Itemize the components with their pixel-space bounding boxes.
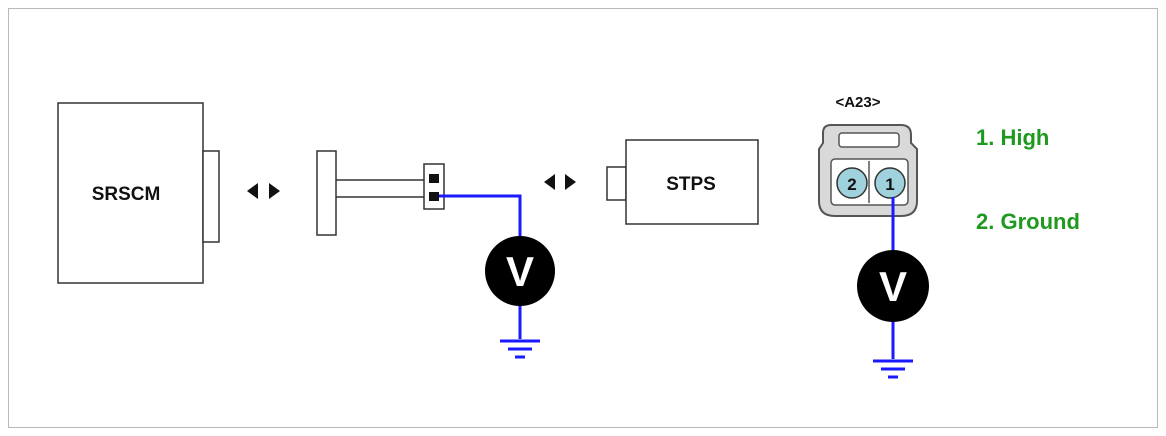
harness-measurement-wire (439, 194, 522, 339)
pin-1: 1 (874, 167, 906, 199)
srscm-box (57, 102, 204, 284)
voltmeter-2: V (857, 250, 929, 322)
pin-legend: 1. High 2. Ground (976, 125, 1080, 234)
connector-code: <A23> (835, 94, 880, 111)
legend-pin-2: 2. Ground (976, 209, 1080, 234)
stps-label: STPS (666, 174, 716, 195)
connector-latch (838, 132, 900, 148)
pin-2: 2 (836, 167, 868, 199)
legend-pin-1: 1. High (976, 125, 1049, 150)
pin-2-label: 2 (847, 175, 856, 194)
diagram-frame: SRSCM V (8, 8, 1158, 428)
pin-1-label: 1 (885, 175, 894, 194)
connector-a23: <A23> 2 1 (818, 94, 918, 217)
srscm-connector-tab (202, 150, 220, 243)
harness-connector (316, 150, 445, 236)
voltmeter-2-symbol: V (879, 263, 907, 310)
voltmeter-1: V (485, 236, 555, 306)
connection-arrow-1 (247, 183, 280, 199)
ground-symbol-2 (873, 359, 913, 379)
srscm-label: SRSCM (92, 184, 161, 205)
harness-plug (316, 150, 337, 236)
voltmeter-2-body (857, 250, 929, 322)
voltmeter-1-body (485, 236, 555, 306)
wiring-diagram: SRSCM V (57, 94, 1080, 379)
stps-sensor: STPS (606, 139, 759, 225)
harness-terminal-block (423, 163, 445, 210)
ground-symbol-1 (500, 339, 540, 359)
srscm-module: SRSCM (57, 102, 220, 284)
connection-arrow-2 (544, 174, 576, 190)
stps-box (625, 139, 759, 225)
stps-connector-tab (606, 166, 627, 201)
voltmeter-1-symbol: V (506, 248, 534, 295)
